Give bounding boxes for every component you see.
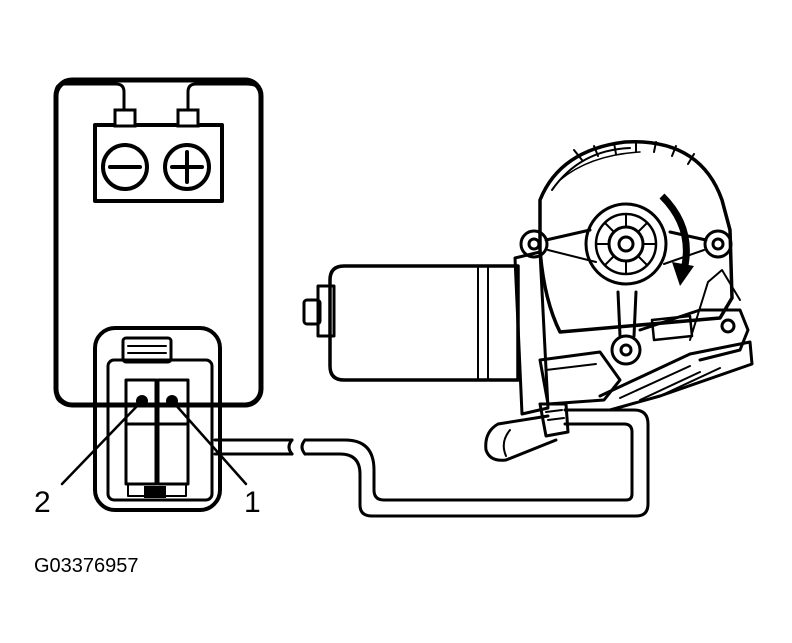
connector-housing <box>93 326 222 512</box>
callout-label-1: 1 <box>244 486 261 519</box>
callout-1-leader <box>172 401 248 486</box>
figure-id: G03376957 <box>34 555 139 577</box>
connector-latch <box>121 336 173 364</box>
battery-leads <box>54 82 262 406</box>
motor-connector <box>93 326 222 512</box>
plus-icon <box>163 143 211 191</box>
battery <box>53 77 264 408</box>
callout-2-leader <box>60 401 142 486</box>
harness-wire <box>213 408 650 518</box>
battery-terminal-block <box>93 123 224 203</box>
window-regulator-motor <box>302 140 754 462</box>
battery-body <box>53 77 264 408</box>
minus-icon <box>101 143 149 191</box>
callout-label-2: 2 <box>34 486 51 519</box>
rotation-arrow <box>659 193 690 271</box>
